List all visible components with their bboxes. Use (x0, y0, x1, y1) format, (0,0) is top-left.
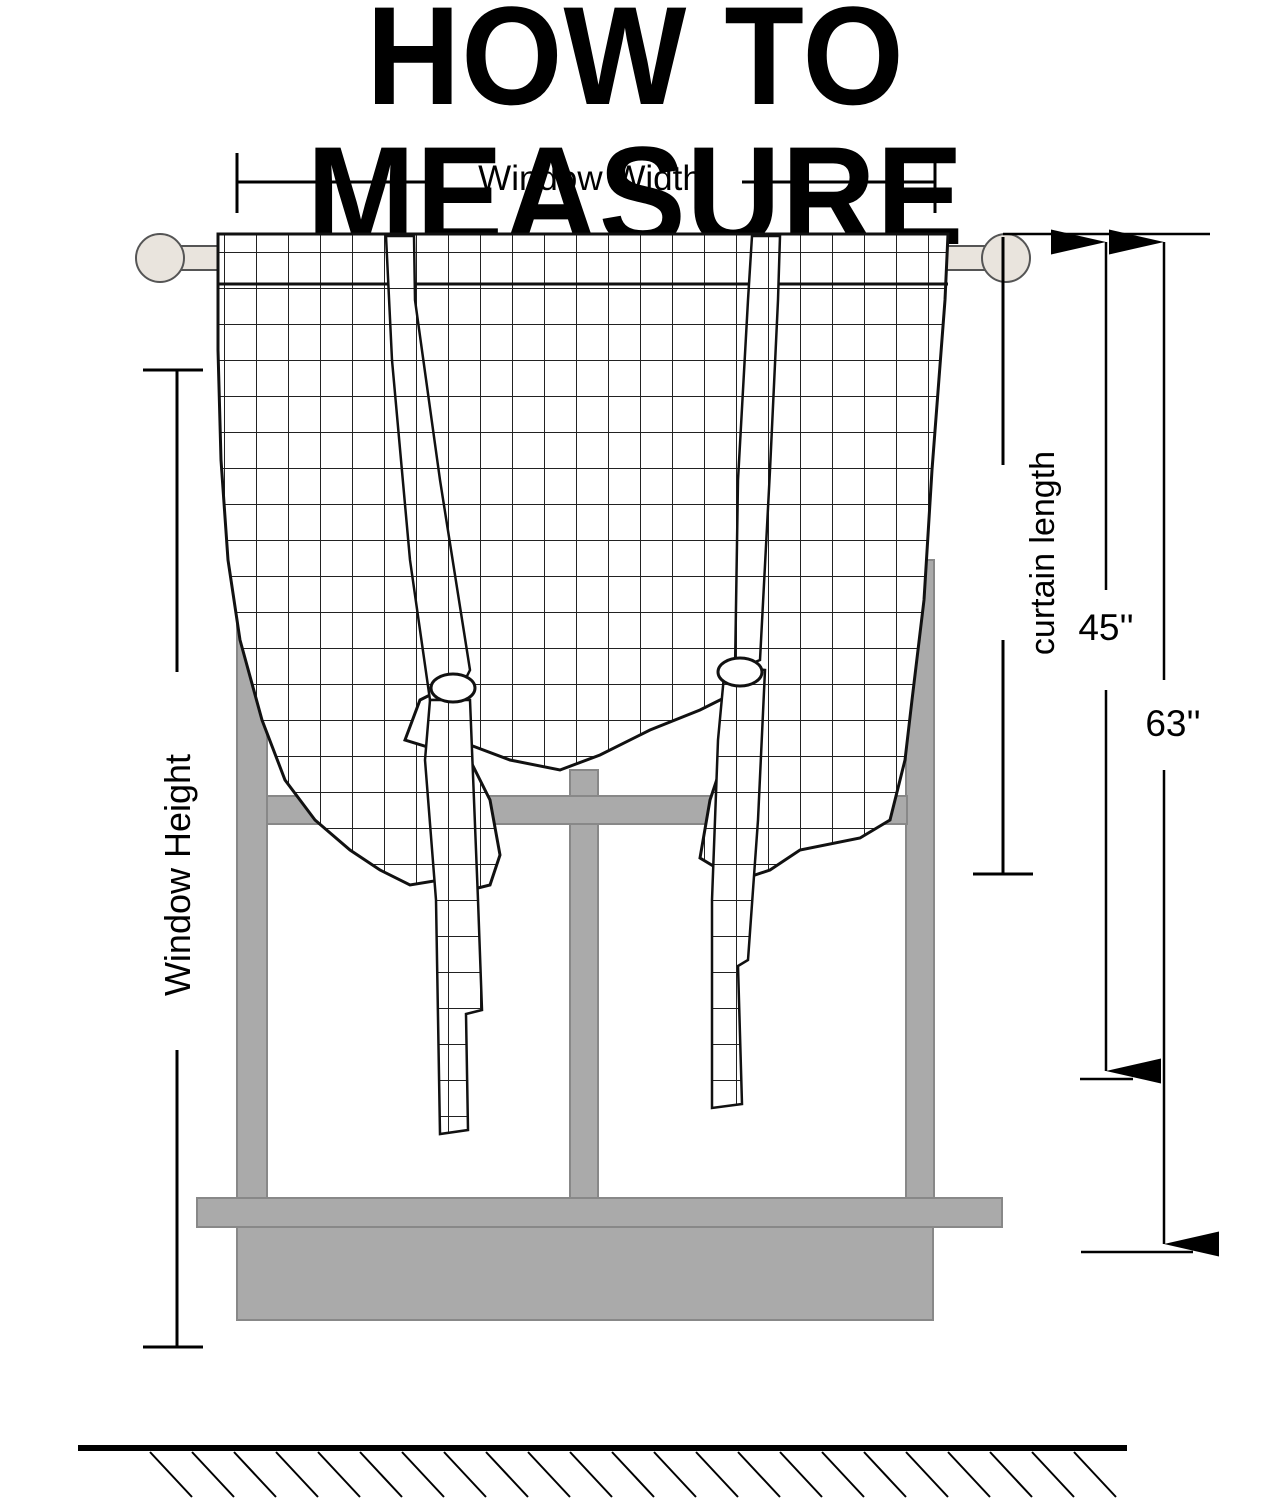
curtain-length-dimension: curtain length (973, 237, 1062, 876)
floor-hatch-line (1073, 1451, 1117, 1498)
floor-hatch-line (947, 1451, 991, 1498)
window-width-dimension: Window Width (235, 153, 937, 213)
curtain-length-label: curtain length (1024, 451, 1062, 655)
floor-hatch-line (527, 1451, 571, 1498)
floor-hatch-line (275, 1451, 319, 1498)
floor-hatch-line (737, 1451, 781, 1498)
floor-hatch-line (989, 1451, 1033, 1498)
floor-hatch-icon (78, 1445, 1127, 1498)
floor-hatch-line (779, 1451, 823, 1498)
window-mullion (569, 769, 599, 1201)
floor-hatch-line (1031, 1451, 1075, 1498)
floor-hatch-line (485, 1451, 529, 1498)
floor-hatch-line (149, 1451, 193, 1498)
floor-hatch-line (695, 1451, 739, 1498)
floor-hatch-line (611, 1451, 655, 1498)
floor-hatch-line (653, 1451, 697, 1498)
floor-hatch-line (401, 1451, 445, 1498)
long-measure-dimension: 63'' (1081, 229, 1219, 1257)
tie-up-curtain-icon (216, 232, 950, 1136)
floor-hatch-line (863, 1451, 907, 1498)
short-measure-dimension: 45'' (1003, 229, 1210, 1084)
window-height-label: Window Height (157, 754, 198, 996)
floor-hatch-line (359, 1451, 403, 1498)
floor-hatch-line (233, 1451, 277, 1498)
floor-hatch-line (569, 1451, 613, 1498)
floor-hatch-line (821, 1451, 865, 1498)
window-base (236, 1224, 934, 1321)
window-sill (196, 1197, 1003, 1228)
floor-hatch-line (443, 1451, 487, 1498)
floor-hatch-line (317, 1451, 361, 1498)
long-measure-label: 63'' (1145, 703, 1200, 744)
floor-hatch-line (191, 1451, 235, 1498)
window-width-label: Window Width (478, 159, 702, 198)
window-height-dimension: Window Height (143, 368, 203, 1349)
short-measure-label: 45'' (1078, 607, 1133, 648)
floor-hatch-line (905, 1451, 949, 1498)
